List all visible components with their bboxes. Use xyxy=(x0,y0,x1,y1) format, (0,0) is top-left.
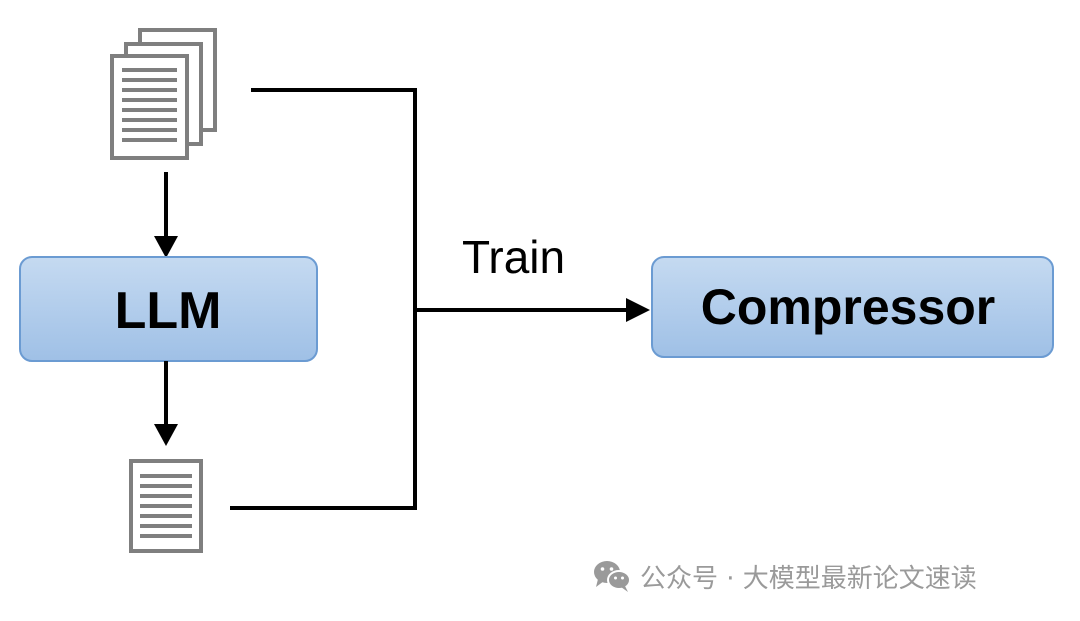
watermark-text: 公众号 · 大模型最新论文速读 xyxy=(640,563,977,594)
arrow-train xyxy=(415,298,650,322)
llm-label: LLM xyxy=(115,282,222,340)
bracket-connector xyxy=(230,88,417,510)
document-icon xyxy=(129,459,203,553)
compressor-box: Compressor xyxy=(651,256,1054,358)
watermark: 公众号 · 大模型最新论文速读 xyxy=(592,556,977,596)
train-label: Train xyxy=(462,231,565,283)
llm-box: LLM xyxy=(19,256,318,362)
arrow-docs-to-llm xyxy=(154,172,178,258)
arrow-llm-to-summary xyxy=(154,361,178,446)
document-page-front xyxy=(110,54,189,160)
stacked-documents-icon xyxy=(110,28,217,160)
compressor-label: Compressor xyxy=(701,279,996,335)
wechat-icon xyxy=(594,561,631,592)
